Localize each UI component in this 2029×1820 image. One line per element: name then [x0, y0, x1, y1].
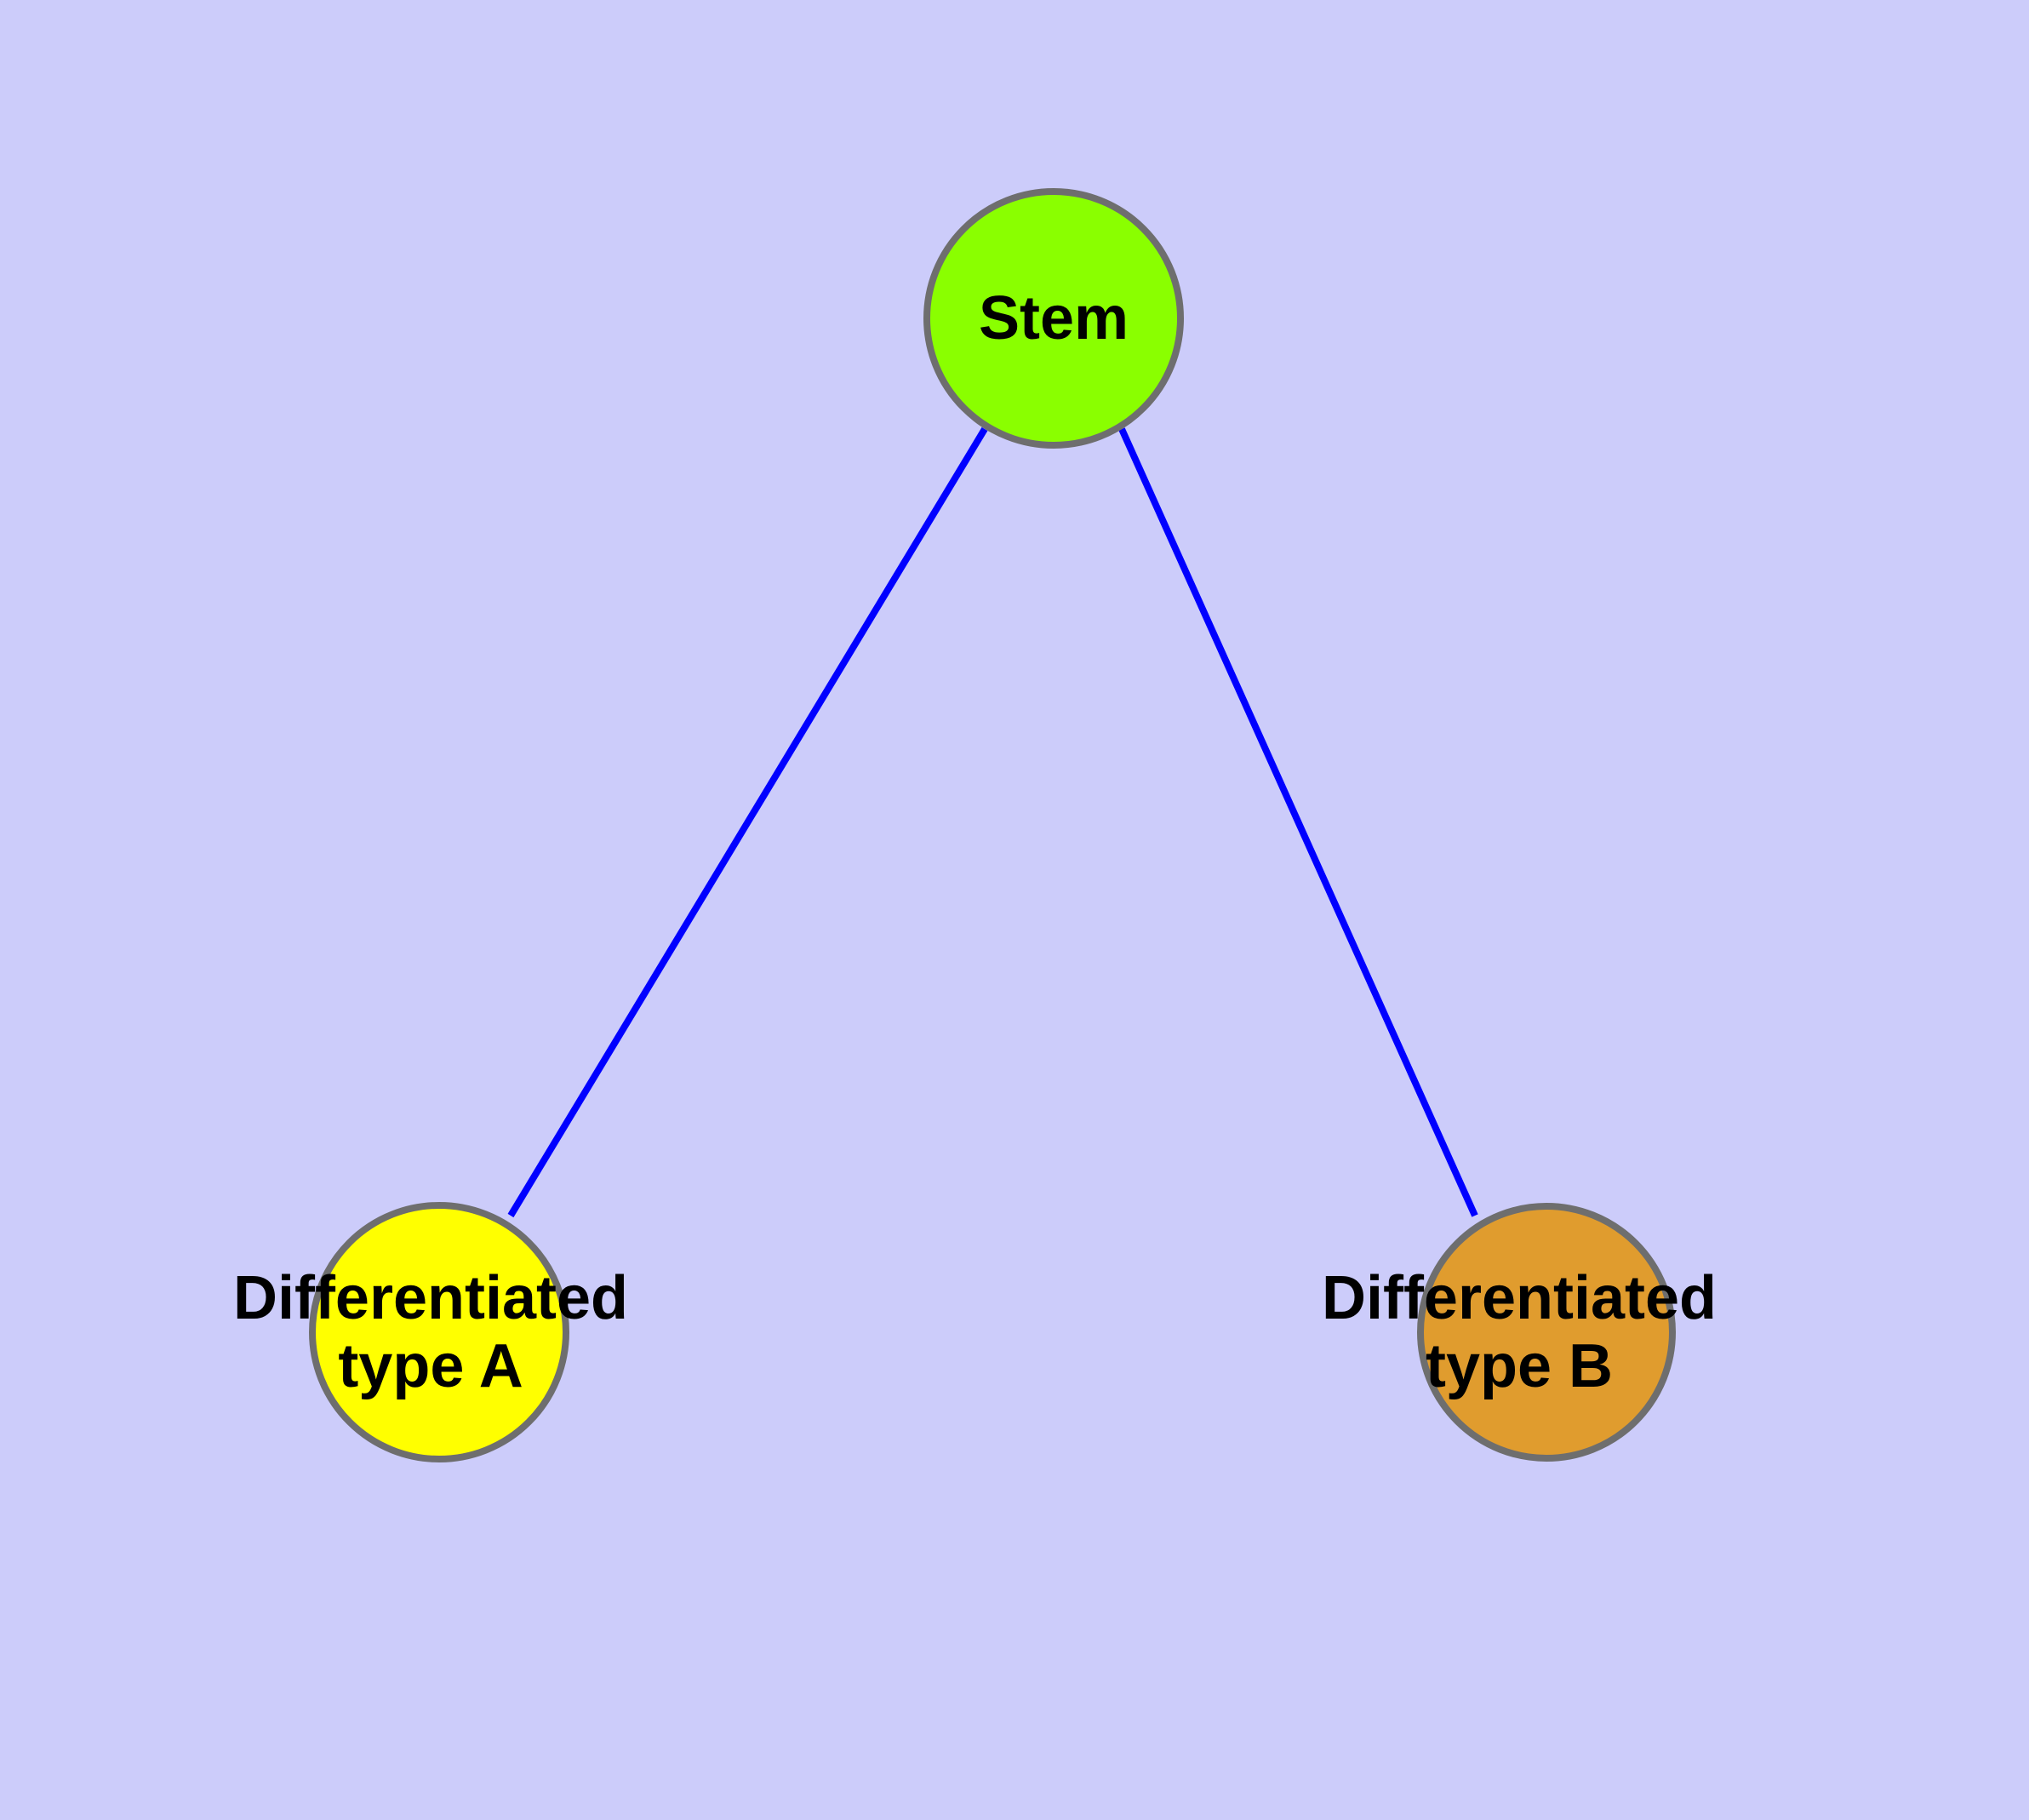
node-stem[interactable] — [923, 188, 1184, 449]
edge-stem-to-differentiated-type-b — [1118, 427, 1478, 1217]
edge-stem-to-differentiated-type-a — [507, 426, 988, 1218]
node-differentiated-type-a[interactable] — [309, 1202, 569, 1462]
node-differentiated-type-b[interactable] — [1417, 1203, 1676, 1462]
